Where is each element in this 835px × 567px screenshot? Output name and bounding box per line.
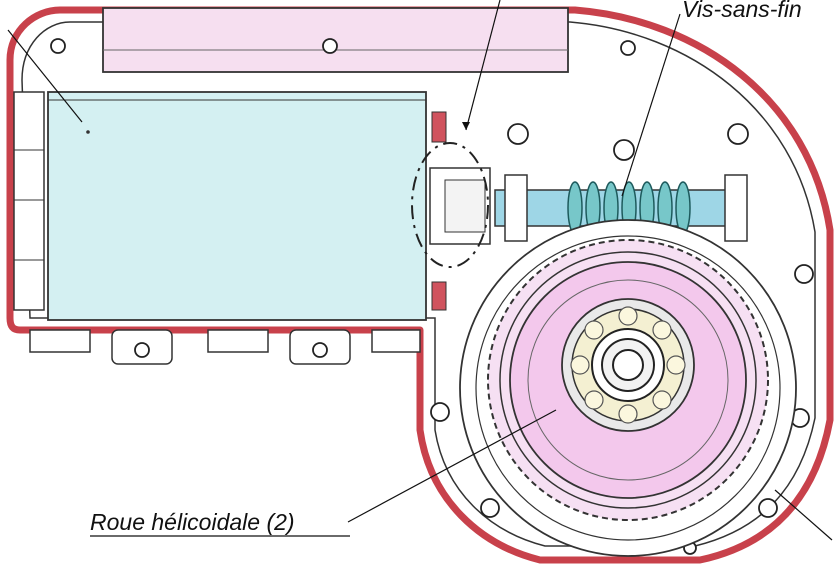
bearing-icon bbox=[561, 298, 695, 432]
wheel-label: Roue hélicoidale (2) bbox=[90, 509, 295, 535]
mounting-hole-icon bbox=[50, 38, 814, 555]
leader-lines bbox=[7, 0, 833, 541]
seal-block-bottom bbox=[431, 281, 447, 311]
top-plate bbox=[102, 7, 569, 73]
seal-block-top bbox=[431, 111, 447, 143]
left-bracket bbox=[13, 91, 45, 311]
worm-label: Vis-sans-fin bbox=[682, 0, 802, 22]
detail-circle bbox=[411, 142, 489, 268]
motor-body bbox=[47, 91, 427, 321]
lower-lugs bbox=[29, 329, 421, 365]
